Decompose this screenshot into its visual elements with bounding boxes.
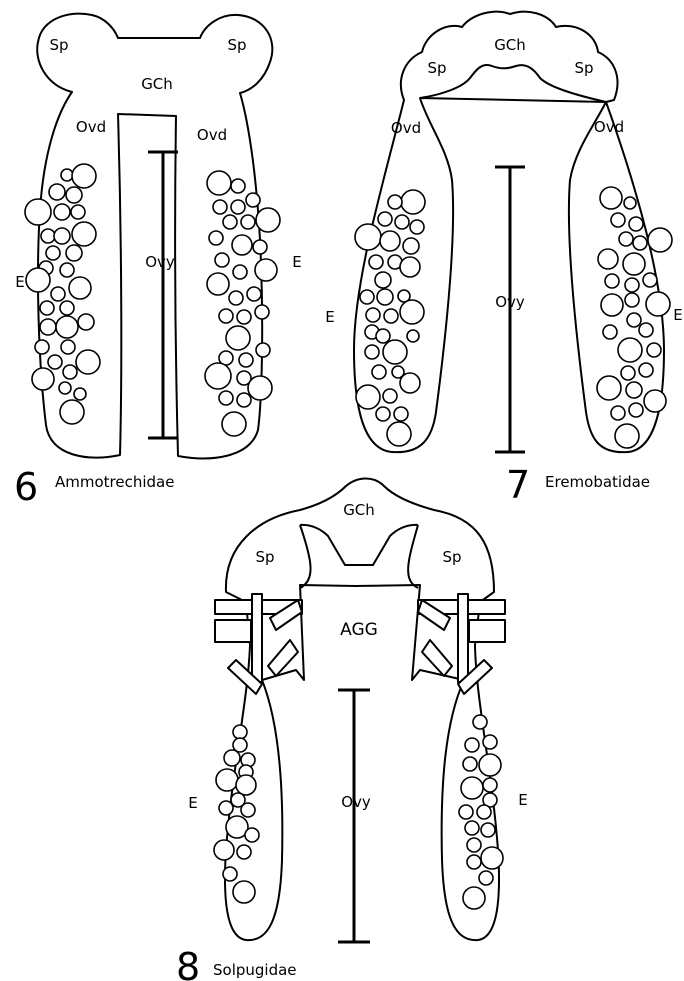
- panel-8-label-e-right: E: [518, 791, 527, 809]
- panel-6-label-ovd-left: Ovd: [76, 118, 106, 136]
- panel-8-label-ovy: Ovy: [341, 793, 371, 811]
- panel-8-ovary-scale-bar: [338, 690, 370, 942]
- panel-6-label-gch: GCh: [141, 75, 173, 93]
- panel-8-label-agg: AGG: [340, 620, 378, 640]
- panel-6-number: 6: [14, 465, 38, 509]
- panel-8-accessory-gland-right: [418, 594, 505, 694]
- panel-7-label-ovd-left: Ovd: [391, 119, 421, 137]
- panel-8-number: 8: [176, 945, 200, 981]
- panel-7-label-ovd-right: Ovd: [594, 118, 624, 136]
- panel-6-label-ovy: Ovy: [145, 253, 175, 271]
- panel-6-label-ovd-right: Ovd: [197, 126, 227, 144]
- panel-8-label-sp-left: Sp: [255, 548, 274, 566]
- panel-8-label-sp-right: Sp: [442, 548, 461, 566]
- panel-7-label-ovy: Ovy: [495, 293, 525, 311]
- panel-6-label-sp-left: Sp: [49, 36, 68, 54]
- panel-8-label-e-left: E: [188, 794, 197, 812]
- panel-7-label-sp-left: Sp: [427, 59, 446, 77]
- panel-7-label-e-left: E: [325, 308, 334, 326]
- panel-8-label-gch: GCh: [343, 501, 375, 519]
- panel-6-family-name: Ammotrechidae: [55, 473, 174, 491]
- panel-6: Sp Sp GCh Ovd Ovd Ovy E E 6 Ammotrechida…: [14, 14, 302, 509]
- panel-8-family-name: Solpugidae: [213, 961, 297, 979]
- panel-7-family-name: Eremobatidae: [545, 473, 650, 491]
- panel-7-label-sp-right: Sp: [574, 59, 593, 77]
- panel-7: GCh Sp Sp Ovd Ovd Ovy E E 7 Eremobatidae: [325, 12, 682, 507]
- panel-6-ovary-scale-bar: [148, 152, 178, 438]
- panel-7-label-gch: GCh: [494, 36, 526, 54]
- panel-7-number: 7: [506, 463, 530, 507]
- panel-6-label-e-right: E: [292, 253, 301, 271]
- panel-7-label-e-right: E: [673, 306, 682, 324]
- panel-6-label-sp-right: Sp: [227, 36, 246, 54]
- panel-8-accessory-gland-left: [215, 594, 302, 694]
- panel-6-label-e-left: E: [15, 273, 24, 291]
- panel-8: GCh Sp Sp AGG Ovy E E 8 Solpugidae: [176, 479, 528, 981]
